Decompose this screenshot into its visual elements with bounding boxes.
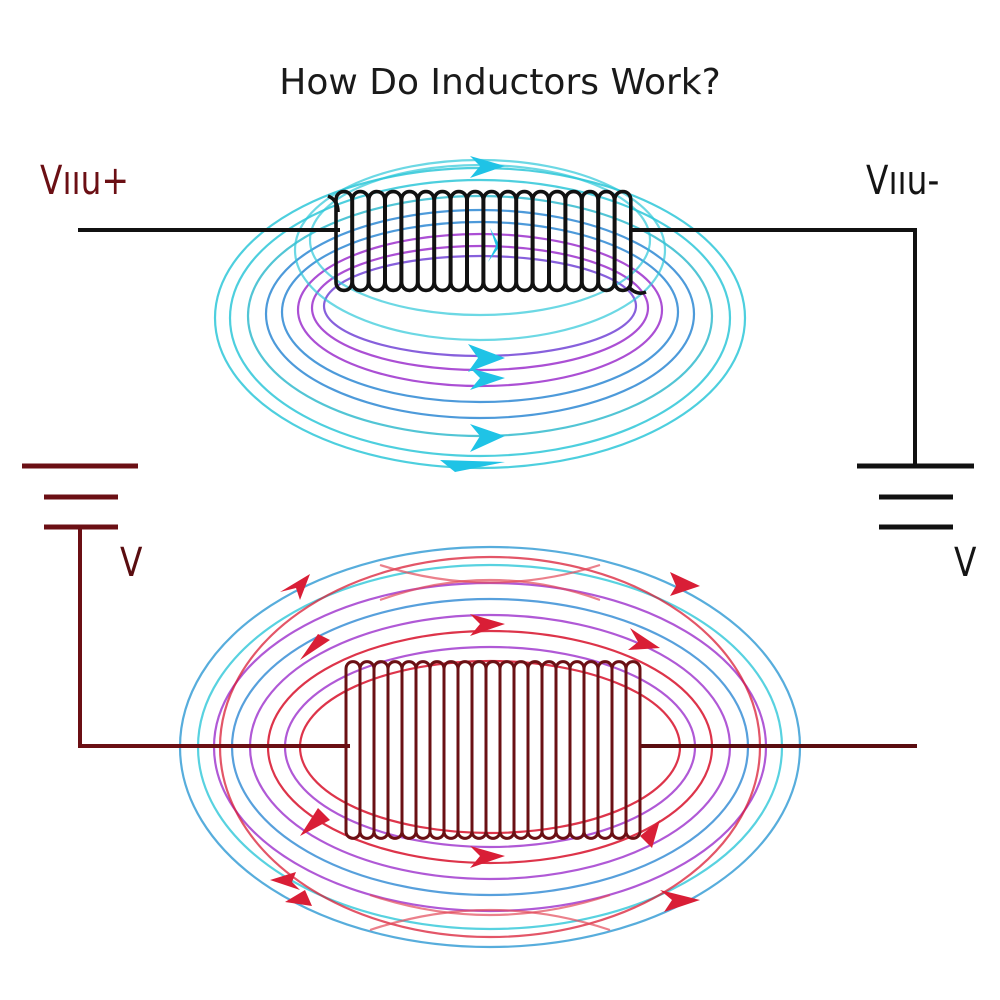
coil-turn <box>498 189 518 293</box>
coil-turn <box>568 660 586 840</box>
bottom-field-arrows <box>270 572 700 912</box>
coil-turn <box>540 660 558 840</box>
coil-turn <box>416 189 436 293</box>
coil-turn <box>456 660 474 840</box>
coil-turn <box>465 189 485 293</box>
page-title: How Do Inductors Work? <box>279 62 721 103</box>
coil-turn <box>470 660 488 840</box>
coil-turn <box>442 660 460 840</box>
coil-turn <box>372 660 390 840</box>
top-left-voltage-label: Vııu+ <box>40 158 129 204</box>
coil-turn <box>554 660 572 840</box>
coil-turn <box>526 660 544 840</box>
coil-turn <box>531 189 551 293</box>
coil-turn <box>582 660 600 840</box>
coil-turn <box>414 660 432 840</box>
circuit-wires <box>78 228 917 748</box>
coil-turn <box>432 189 453 293</box>
top-right-voltage-label: Vııu- <box>866 158 940 204</box>
coil-turn <box>613 189 633 293</box>
coil-turn <box>428 660 446 840</box>
coil-turn <box>498 660 516 840</box>
coil-turn <box>514 189 535 293</box>
coil-lead <box>327 194 647 295</box>
battery-icon <box>22 463 138 530</box>
right-battery-label: V <box>954 540 977 586</box>
coil-icon <box>344 660 642 840</box>
coil-turn <box>596 660 614 840</box>
coil-turn <box>624 660 642 840</box>
coil-turn <box>580 189 600 293</box>
coil-turn <box>400 660 418 840</box>
coil-turn <box>386 660 404 840</box>
coil-turn <box>449 189 469 293</box>
coil-turn <box>484 660 502 840</box>
coil-turn <box>512 660 530 840</box>
top-field-arrows <box>440 156 505 472</box>
battery-icon <box>857 463 974 530</box>
left-battery-label: V <box>120 540 143 586</box>
coil-icon <box>327 189 647 295</box>
top-magnetic-field <box>213 156 747 472</box>
